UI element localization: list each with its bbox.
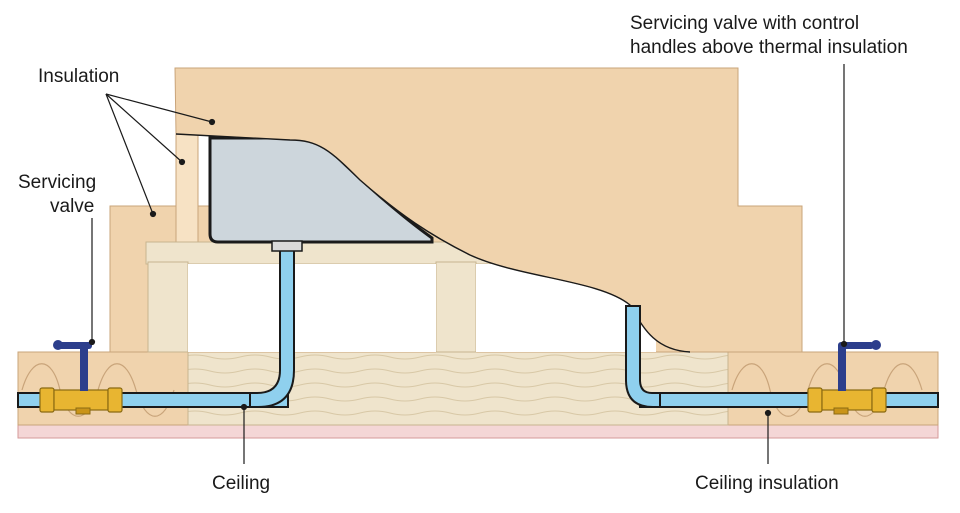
- gate-valve-icon: [807, 340, 887, 415]
- ceiling-insulation-right: [727, 351, 939, 426]
- stand-leg-right-exposed: [435, 261, 477, 353]
- tank-outlet-connector: [271, 240, 303, 252]
- leader-lines: [88, 64, 848, 464]
- insulation-fibre-right: [731, 363, 923, 417]
- servicing-valve-label-line2: valve: [50, 196, 94, 217]
- ceiling-insulation-label: Ceiling insulation: [695, 473, 839, 494]
- tank-outlet-pipe: [249, 249, 295, 408]
- cutaway-void: [188, 264, 436, 352]
- tank-inlet-pipe: [625, 305, 661, 408]
- valve-control-label-line1: Servicing valve with control: [630, 13, 859, 34]
- insulation-label: Insulation: [38, 66, 119, 87]
- ceiling-board: [17, 424, 939, 439]
- supply-pipe-right: [639, 392, 939, 408]
- valve-control-label-line2: handles above thermal insulation: [630, 37, 908, 58]
- gate-valve-icon: [39, 340, 123, 415]
- stand-leg-left-exposed: [147, 261, 189, 353]
- ceiling-label: Ceiling: [212, 473, 270, 494]
- side-insulation-left: [175, 129, 199, 243]
- servicing-valve-label-line1: Servicing: [18, 172, 96, 193]
- ceiling-joist-block: [187, 351, 729, 426]
